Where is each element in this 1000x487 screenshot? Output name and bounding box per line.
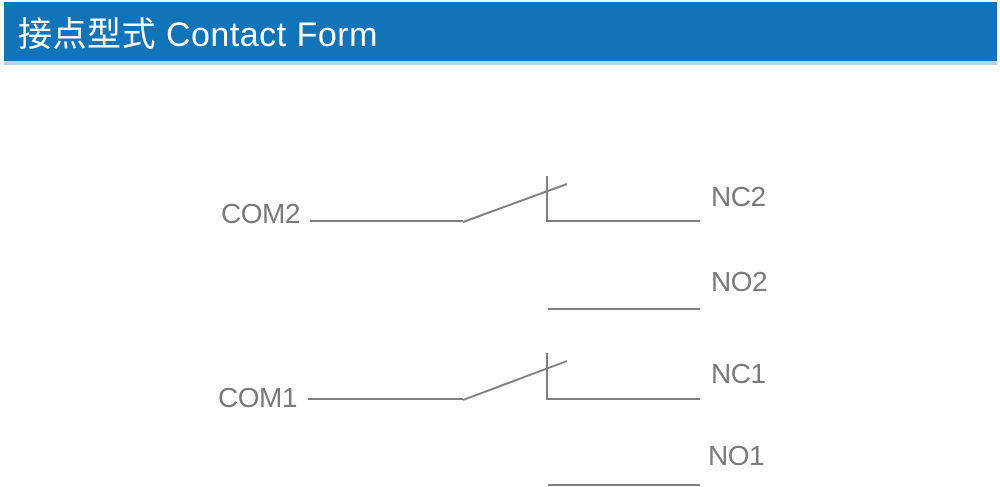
section-header: 接点型式 Contact Form [4,2,997,65]
nc2-terminal-label: NC2 [711,181,766,212]
no1-terminal-label: NO1 [708,440,765,471]
section-title: 接点型式 Contact Form [18,16,378,54]
com2-switch-arm [462,183,568,223]
com1-terminal-label: COM1 [218,382,297,413]
pole-2-switch [310,176,700,310]
no2-terminal-label: NO2 [711,266,768,297]
com2-terminal-label: COM2 [221,198,300,229]
pole-1-switch [308,353,700,486]
nc1-terminal-label: NC1 [711,358,766,389]
com1-switch-arm [462,360,568,401]
